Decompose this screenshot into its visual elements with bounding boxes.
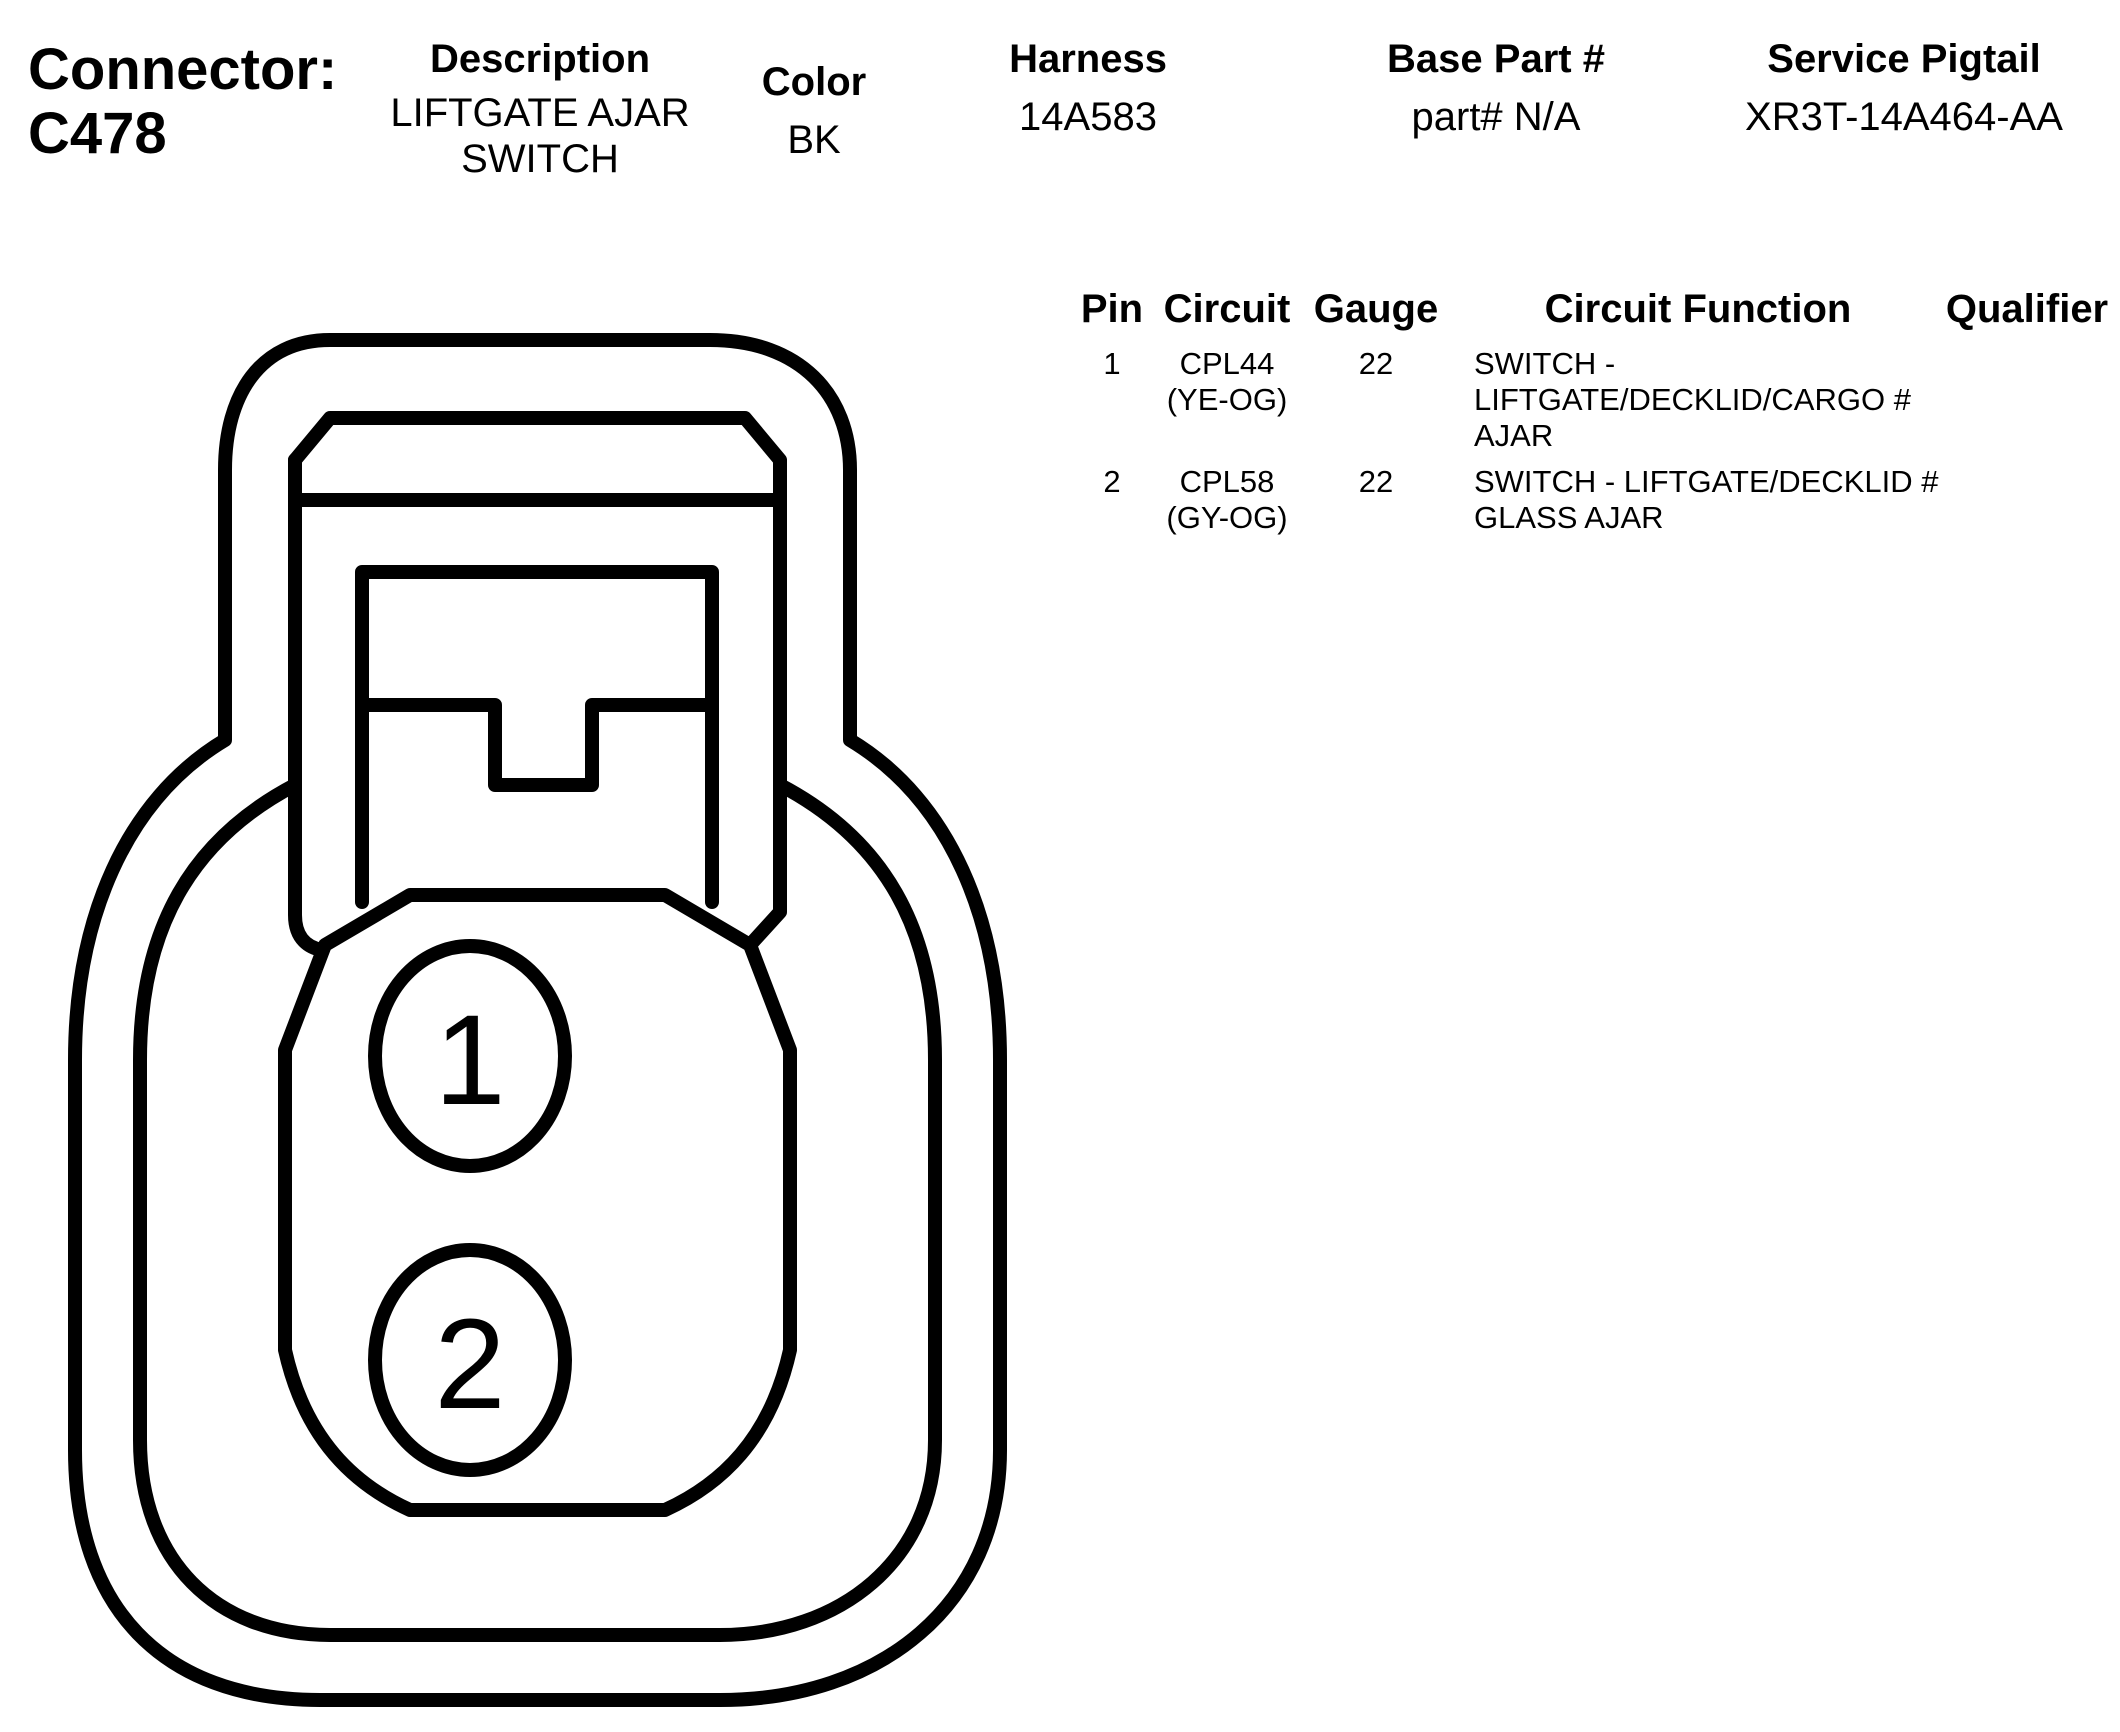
housing-inner-outline	[133, 778, 942, 1642]
description-label: Description	[429, 37, 651, 81]
table-row: 2 CPL58 (GY-OG) 22 SWITCH - LIFTGATE/DEC…	[1070, 464, 2110, 546]
pin-table: Pin Circuit Gauge Circuit Function Quali…	[1070, 286, 2110, 546]
pin-2-label: 2	[434, 1293, 505, 1436]
harness-value: 14A583	[1019, 95, 1157, 139]
pin-cell: 1	[1103, 346, 1121, 381]
color-column: Color BK	[762, 36, 866, 163]
col-header-pin: Pin	[1080, 287, 1144, 331]
harness-column: Harness 14A583	[1009, 36, 1167, 140]
color-value: BK	[787, 118, 841, 162]
terminal-cavity-outline	[278, 888, 797, 1517]
circuit-function-cell: SWITCH - LIFTGATE/DECKLID # GLASS AJAR	[1474, 464, 1939, 535]
col-header-circuit: Circuit	[1163, 287, 1291, 331]
latch-window	[355, 565, 719, 909]
connector-label: Connector:	[28, 37, 338, 102]
service-pigtail-value: XR3T-14A464-AA	[1745, 95, 2063, 139]
circuit-name: CPL58	[1179, 464, 1275, 499]
service-pigtail-label: Service Pigtail	[1767, 37, 2041, 81]
service-pigtail-column: Service Pigtail XR3T-14A464-AA	[1745, 36, 2063, 140]
latch-tab-left-edge	[288, 453, 329, 957]
circuit-wire-color: (YE-OG)	[1166, 382, 1288, 417]
circuit-name: CPL44	[1179, 346, 1275, 381]
col-header-qualifier: Qualifier	[1945, 287, 2109, 331]
connector-id: C478	[28, 101, 167, 166]
connector-title: Connector: C478	[28, 38, 337, 166]
connector-face-diagram: 1 2	[68, 333, 1007, 1707]
circuit-cell: CPL58 (GY-OG)	[1154, 464, 1300, 546]
base-part-value: part# N/A	[1411, 95, 1581, 139]
base-part-label: Base Part #	[1387, 37, 1605, 81]
gauge-cell: 22	[1358, 346, 1394, 381]
housing-outer-outline	[68, 333, 1007, 1707]
col-header-gauge: Gauge	[1313, 287, 1439, 331]
pin-1-label: 1	[434, 989, 505, 1132]
pin-cell: 2	[1103, 464, 1121, 499]
gauge-cell: 22	[1358, 464, 1394, 499]
table-row: 1 CPL44 (YE-OG) 22 SWITCH - LIFTGATE/DEC…	[1070, 346, 2110, 464]
circuit-wire-color: (GY-OG)	[1166, 500, 1288, 535]
col-header-circuit-function: Circuit Function	[1544, 287, 1852, 331]
color-label: Color	[761, 60, 867, 104]
description-column: Description LIFTGATE AJAR SWITCH	[360, 36, 720, 182]
qualifier-cell	[1944, 464, 2110, 546]
pin-table-header: Pin Circuit Gauge Circuit Function Quali…	[1070, 286, 2110, 346]
description-value: LIFTGATE AJAR SWITCH	[390, 91, 690, 181]
circuit-cell: CPL44 (YE-OG)	[1154, 346, 1300, 464]
latch-tab-outline	[288, 411, 787, 952]
harness-label: Harness	[1009, 37, 1167, 81]
base-part-column: Base Part # part# N/A	[1387, 36, 1605, 140]
pin-2-circle	[368, 1243, 572, 1477]
pin-1-circle	[368, 939, 572, 1173]
latch-notch	[355, 698, 719, 792]
qualifier-cell	[1944, 346, 2110, 464]
circuit-function-cell: SWITCH - LIFTGATE/DECKLID/CARGO # AJAR	[1474, 346, 1911, 453]
